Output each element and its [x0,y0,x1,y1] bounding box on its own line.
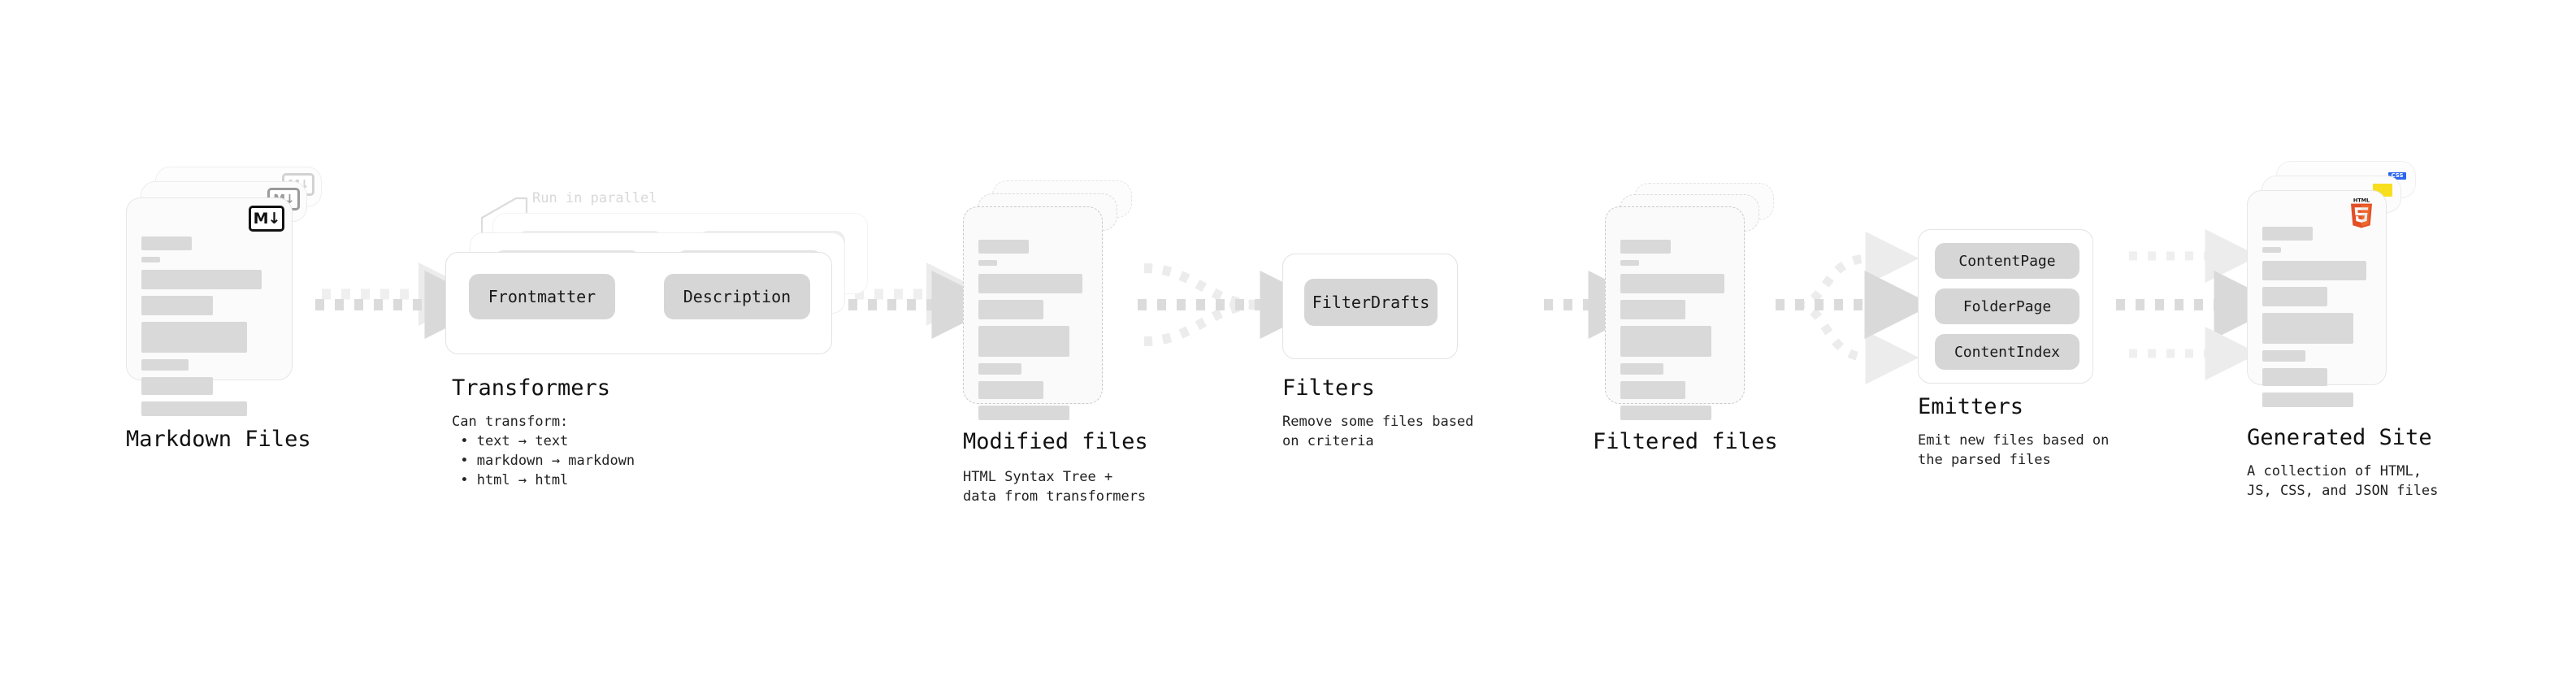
doc-skeleton-line [978,381,1043,399]
doc-skeleton-line [141,322,247,353]
stage-subtitle-modified-files: HTML Syntax Tree + data from transformer… [963,469,1147,505]
html5-icon: HTML [2350,197,2373,228]
site-card-front[interactable]: HTML [2247,190,2387,407]
filter-pill-filterdrafts[interactable]: FilterDrafts [1304,279,1438,326]
doc-skeleton-line [2262,227,2313,241]
doc-skeleton-line [141,236,192,250]
doc-skeleton-line [1620,300,1685,319]
doc-skeleton-line [978,363,1021,375]
doc-skeleton-line [141,359,189,371]
doc-skeleton-line [1620,240,1671,254]
doc-skeleton-line [2262,287,2327,306]
doc-skeleton-line [1620,260,1639,266]
transformers-box[interactable]: Frontmatter Description [445,252,832,354]
stage-subtitle-transformers: Can transform: • text → text • markdown … [452,414,635,489]
stage-title-filtered-files: Filtered files [1593,429,1778,454]
doc-skeleton-line [1620,274,1724,293]
doc-skeleton-line [1620,381,1685,399]
doc-skeleton-line [2262,313,2353,344]
doc-skeleton-line [978,260,997,266]
emitter-pill-contentindex[interactable]: ContentIndex [1935,334,2079,370]
doc-skeleton-line [978,406,1069,420]
stage-subtitle-filters: Remove some files based on criteria [1282,414,1474,450]
modified-card-front[interactable] [963,206,1103,420]
run-in-parallel-note: Run in parallel [532,190,657,206]
doc-skeleton-line [978,326,1069,357]
doc-skeleton-line [141,257,160,262]
doc-skeleton-line [2262,261,2366,280]
doc-skeleton-line [978,240,1029,254]
stage-subtitle-emitters: Emit new files based on the parsed files [1918,432,2110,469]
emitter-pill-folderpage[interactable]: FolderPage [1935,288,2079,324]
svg-text:HTML: HTML [2353,197,2370,203]
doc-skeleton-line [141,401,247,416]
stage-title-transformers: Transformers [452,375,611,401]
doc-skeleton-line [141,377,213,395]
transformer-pill-description[interactable]: Description [664,274,810,319]
stage-title-markdown-files: Markdown Files [126,427,311,452]
doc-skeleton-line [2262,393,2353,407]
markdown-card-front[interactable]: M↓ [126,197,293,416]
connector-filtered-to-emitters [1776,232,1933,384]
doc-skeleton-line [1620,326,1711,357]
doc-skeleton-line [141,270,262,289]
connector-emitters-to-site [2116,229,2283,380]
markdown-badge: M↓ [249,206,284,232]
css-badge: CSS [2388,172,2406,180]
doc-skeleton-line [978,300,1043,319]
doc-skeleton-line [141,296,213,315]
filters-box[interactable]: FilterDrafts [1282,254,1458,359]
stage-title-modified-files: Modified files [963,429,1148,454]
doc-skeleton-line [978,274,1082,293]
connector-modified-to-filters [1138,263,1329,346]
transformer-pill-frontmatter[interactable]: Frontmatter [469,274,615,319]
emitters-box[interactable]: ContentPage FolderPage ContentIndex [1918,229,2093,384]
connector-markdown-to-transformers [315,262,493,339]
filtered-card-front[interactable] [1605,206,1745,420]
stage-subtitle-generated-site: A collection of HTML, JS, CSS, and JSON … [2247,463,2439,500]
stage-title-emitters: Emitters [1918,394,2024,419]
doc-skeleton-line [2262,368,2327,386]
doc-skeleton-line [1620,406,1711,420]
doc-skeleton-line [1620,363,1663,375]
stage-title-generated-site: Generated Site [2247,425,2432,450]
emitter-pill-contentpage[interactable]: ContentPage [1935,243,2079,279]
doc-skeleton-line [2262,247,2281,253]
stage-title-filters: Filters [1282,375,1375,401]
doc-skeleton-line [2262,350,2305,362]
